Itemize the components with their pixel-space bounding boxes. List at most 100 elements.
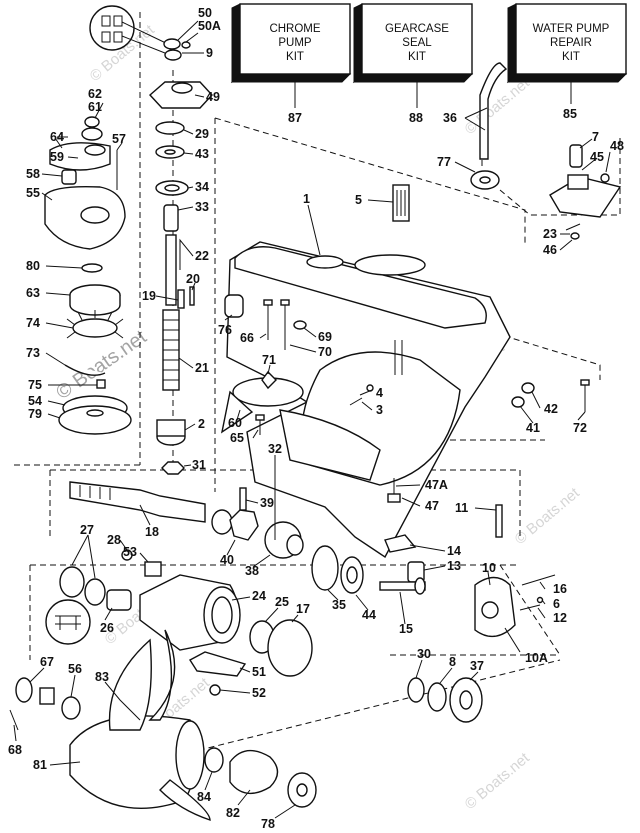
callout-label: 16 xyxy=(553,582,567,596)
callout-label: 69 xyxy=(318,330,332,344)
callout-label: 3 xyxy=(376,403,383,417)
callout-label: 51 xyxy=(252,665,266,679)
callout-label: 71 xyxy=(262,353,276,367)
callout-label: 42 xyxy=(544,402,558,416)
callout-label: 72 xyxy=(573,421,587,435)
callout-label: 7 xyxy=(592,130,599,144)
callout-label: 26 xyxy=(100,621,114,635)
callout-label: 59 xyxy=(50,150,64,164)
callout-label: 9 xyxy=(206,46,213,60)
callout-label: 58 xyxy=(26,167,40,181)
callout-label: 6 xyxy=(553,597,560,611)
callout-label: 11 xyxy=(455,501,468,515)
housing-hardware xyxy=(220,184,590,538)
callout-label: 62 xyxy=(88,87,102,101)
callout-label: 56 xyxy=(68,662,82,676)
propeller-group xyxy=(9,629,317,821)
callout-label: 45 xyxy=(590,150,604,164)
callout-label: 31 xyxy=(192,458,206,472)
kit-part-number: 87 xyxy=(288,111,302,125)
callout-label: 32 xyxy=(268,442,282,456)
kit-water-pump-repair: WATER PUMP REPAIR KIT 85 xyxy=(506,3,628,121)
callout-label: 10 xyxy=(482,561,496,575)
callout-label: 28 xyxy=(107,533,121,547)
callout-label: 43 xyxy=(195,147,209,161)
callout-label: 54 xyxy=(28,394,42,408)
kit-title-line: WATER PUMP xyxy=(533,23,610,35)
callout-label: 10A xyxy=(525,651,548,665)
assembly-lines xyxy=(10,12,621,761)
kit-title-line: CHROME xyxy=(269,23,320,35)
callout-label: 52 xyxy=(252,686,266,700)
callout-label: 38 xyxy=(245,564,259,578)
callout-label: 35 xyxy=(332,598,346,612)
callout-label: 57 xyxy=(112,132,126,146)
callout-label: 65 xyxy=(230,431,244,445)
callout-label: 21 xyxy=(195,361,209,375)
callout-label: 19 xyxy=(142,289,156,303)
lower-gear-parts xyxy=(45,549,483,723)
callout-label: 53 xyxy=(123,545,137,559)
callout-label: 79 xyxy=(28,407,42,421)
watermark-text: © Boats.net xyxy=(512,484,584,548)
leader-lines xyxy=(13,20,611,819)
callout-label: 82 xyxy=(226,806,240,820)
callout-label: 20 xyxy=(186,272,200,286)
callout-label: 75 xyxy=(28,378,42,392)
callout-label: 17 xyxy=(296,602,310,616)
kit-title-line: KIT xyxy=(408,51,426,63)
callout-label: 23 xyxy=(543,227,557,241)
kit-part-number: 88 xyxy=(409,111,423,125)
callout-label: 5 xyxy=(355,193,362,207)
callout-label: 67 xyxy=(40,655,54,669)
callout-label: 81 xyxy=(33,758,47,772)
callout-label: 49 xyxy=(206,90,220,104)
kit-title-line: SEAL xyxy=(402,37,432,49)
callout-label: 68 xyxy=(8,743,22,757)
callout-label: 29 xyxy=(195,127,209,141)
propshaft-assembly xyxy=(69,481,556,638)
kit-title-line: KIT xyxy=(286,51,304,63)
callout-label: 78 xyxy=(261,817,275,831)
callout-label: 84 xyxy=(197,790,211,804)
kit-title-line: KIT xyxy=(562,51,580,63)
callout-label: 34 xyxy=(195,180,209,194)
callout-label: 63 xyxy=(26,286,40,300)
callout-label: 18 xyxy=(145,525,159,539)
callout-label: 12 xyxy=(553,611,567,625)
callout-label: 76 xyxy=(218,323,232,337)
kit-title-line: GEARCASE xyxy=(385,23,449,35)
callout-label: 30 xyxy=(417,647,431,661)
callout-label: 2 xyxy=(198,417,205,431)
water-pump-column xyxy=(44,5,213,475)
callout-label: 4 xyxy=(376,386,383,400)
callout-label: 55 xyxy=(26,186,40,200)
callout-label: 61 xyxy=(88,100,102,114)
callout-labels: 50 50A 9 49 29 43 34 33 22 20 19 21 2 31… xyxy=(8,6,624,831)
callout-label: 47A xyxy=(425,478,448,492)
callout-label: 50 xyxy=(198,6,212,20)
callout-label: 37 xyxy=(470,659,484,673)
callout-label: 15 xyxy=(399,622,413,636)
watermark-text: © Boats.net xyxy=(462,74,534,138)
callout-label: 50A xyxy=(198,19,221,33)
callout-label: 27 xyxy=(80,523,94,537)
shift-and-tube-parts xyxy=(470,62,622,240)
kit-chrome-pump: CHROME PUMP KIT 87 xyxy=(230,3,352,125)
callout-label: 39 xyxy=(260,496,274,510)
callout-label: 70 xyxy=(318,345,332,359)
callout-label: 73 xyxy=(26,346,40,360)
kit-gearcase-seal: GEARCASE SEAL KIT 88 xyxy=(352,3,474,125)
callout-label: 47 xyxy=(425,499,439,513)
callout-label: 40 xyxy=(220,553,234,567)
callout-label: 66 xyxy=(240,331,254,345)
callout-label: 74 xyxy=(26,316,40,330)
callout-label: 25 xyxy=(275,595,289,609)
kit-title-line: REPAIR xyxy=(550,37,592,49)
callout-label: 41 xyxy=(526,421,540,435)
callout-label: 24 xyxy=(252,589,266,603)
callout-label: 22 xyxy=(195,249,209,263)
kit-title-line: PUMP xyxy=(278,37,312,49)
callout-label: 83 xyxy=(95,670,109,684)
